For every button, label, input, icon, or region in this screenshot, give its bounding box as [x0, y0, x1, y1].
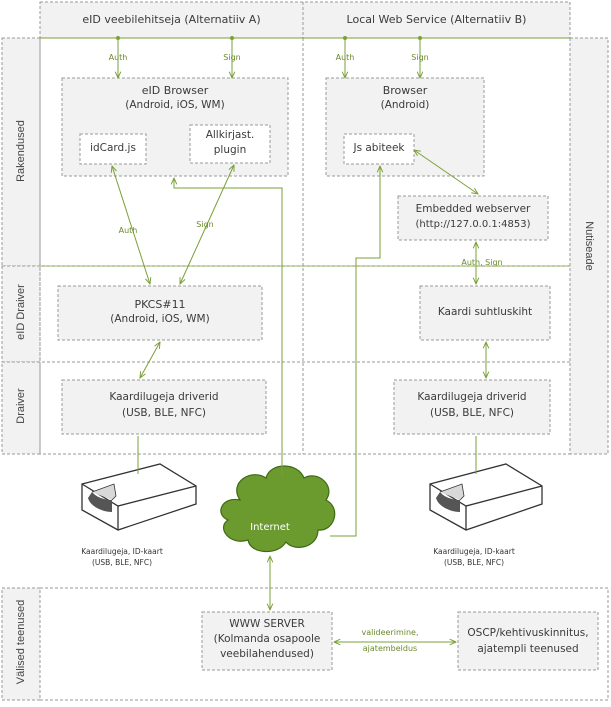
edge-label-valideerimine: valideerimine,: [361, 628, 419, 637]
reader-left-label-1: Kaardilugeja, ID-kaart: [81, 547, 163, 556]
reader-right-label-2: (USB, BLE, NFC): [443, 558, 504, 567]
js-abiteek-label: Js abiteek: [353, 142, 405, 154]
allkirjast-label-2: plugin: [213, 144, 247, 156]
embedded-label-2: (http://127.0.0.1:4853): [415, 219, 531, 230]
reader-left-label-2: (USB, BLE, NFC): [91, 558, 152, 567]
header-col-b: Local Web Service (Alternatiiv B): [346, 13, 527, 26]
edge-label-ajatembeldus: ajatembeldus: [362, 644, 418, 653]
pkcs11-label-1: PKCS#11: [134, 298, 186, 311]
edge-label-sign-b: Sign: [411, 53, 429, 62]
eid-browser-sub: (Android, iOS, WM): [125, 99, 225, 111]
ocsp-box: [457, 611, 599, 671]
kaardi-suhtluskiht-box: [419, 285, 551, 341]
www-label-2: (Kolmanda osapoole: [213, 633, 321, 645]
band-label-valised: Välised teenused: [15, 599, 27, 685]
js-abiteek-box: [343, 133, 415, 165]
browser-title: Browser: [382, 84, 428, 97]
edge-label-auth-mid: Auth: [118, 226, 138, 235]
driver-a-label-2: (USB, BLE, NFC): [121, 407, 206, 419]
pkcs11-label-2: (Android, iOS, WM): [110, 313, 210, 325]
idcard-js-label: idCard.js: [90, 142, 136, 154]
band-label-rakendused: Rakendused: [15, 120, 27, 182]
kaardi-suhtluskiht-label: Kaardi suhtluskiht: [437, 306, 533, 318]
band-draiver: [1, 361, 41, 455]
pkcs11-box: [57, 285, 263, 341]
edge-label-sign-mid: Sign: [196, 220, 214, 229]
band-label-draiver: Draiver: [15, 388, 27, 424]
card-reader-right-icon: [429, 463, 543, 531]
band-rakendused: [1, 37, 41, 267]
internet-cloud: [220, 465, 336, 553]
edge-label-sign-a: Sign: [223, 53, 241, 62]
edge-label-auth-b: Auth: [335, 53, 355, 62]
driver-b-box: [393, 379, 551, 435]
driver-b-label-1: Kaardilugeja driverid: [417, 391, 527, 403]
band-label-eid-draiver: eID Draiver: [15, 284, 27, 340]
www-label-1: WWW SERVER: [229, 618, 305, 630]
ocsp-label-2: ajatempli teenused: [477, 643, 579, 655]
driver-a-label-1: Kaardilugeja driverid: [109, 391, 219, 403]
eid-browser-title: eID Browser: [141, 84, 209, 97]
reader-right-label-1: Kaardilugeja, ID-kaart: [433, 547, 515, 556]
card-reader-left-icon: [81, 463, 197, 531]
embedded-label-1: Embedded webserver: [415, 203, 531, 215]
edge-label-auth-sign-b: Auth, Sign: [461, 258, 503, 267]
band-nutiseade: [569, 37, 609, 455]
header-col-a: eID veebilehitseja (Alternatiiv A): [82, 13, 261, 26]
www-label-3: veebilahendused): [220, 648, 314, 660]
header-band: [39, 1, 571, 39]
idcard-js-box: [79, 133, 147, 165]
allkirjast-plugin-box: [189, 124, 271, 164]
band-label-nutiseade: Nutiseade: [583, 221, 595, 271]
embedded-webserver-box: [397, 195, 549, 241]
www-server-box: [201, 611, 333, 671]
driver-a-box: [61, 379, 267, 435]
allkirjast-label-1: Allkirjast.: [205, 129, 255, 141]
browser-sub: (Android): [380, 99, 430, 111]
internet-label: Internet: [250, 522, 290, 533]
edge-label-auth-a: Auth: [108, 53, 128, 62]
ocsp-label-1: OSCP/kehtivuskinnitus,: [467, 627, 589, 639]
driver-b-label-2: (USB, BLE, NFC): [429, 407, 514, 419]
band-valised: [1, 587, 41, 701]
